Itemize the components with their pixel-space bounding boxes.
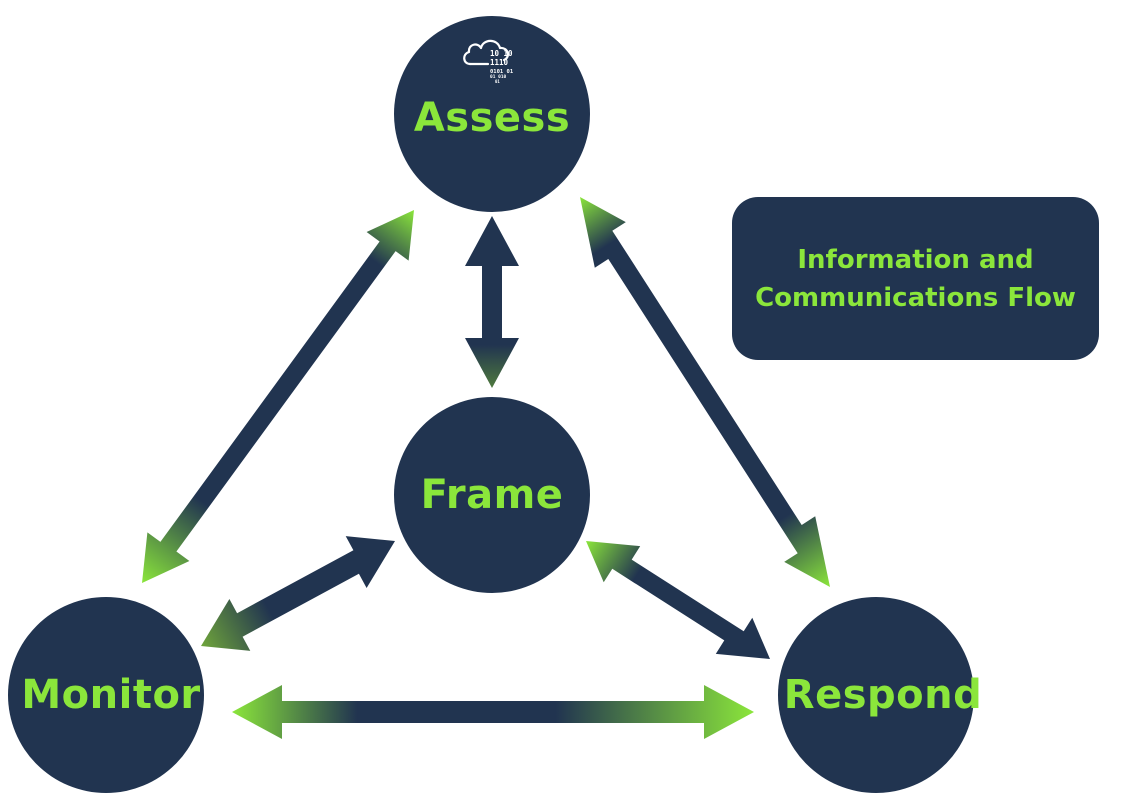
arrow-frame-respond bbox=[586, 541, 770, 659]
node-assess: 10 10 1110 0101 01 01 010 01 Assess bbox=[394, 16, 590, 212]
binary-line-1: 10 10 bbox=[490, 49, 513, 58]
binary-line-3: 0101 01 bbox=[490, 69, 514, 75]
arrow-assess-respond bbox=[580, 197, 830, 587]
arrow-assess-monitor bbox=[142, 210, 414, 583]
binary-line-2: 1110 bbox=[490, 58, 509, 67]
arrow-monitor-respond bbox=[232, 685, 754, 739]
node-monitor: Monitor bbox=[8, 597, 204, 793]
arrow-assess-frame bbox=[465, 216, 519, 388]
info-flow-label: Information and Communications Flow bbox=[755, 244, 1076, 313]
node-label-monitor: Monitor bbox=[21, 672, 201, 718]
node-label-assess: Assess bbox=[413, 95, 571, 141]
cloud-binary-icon: 10 10 1110 0101 01 01 010 01 bbox=[463, 39, 514, 84]
node-respond: Respond bbox=[778, 597, 982, 793]
node-label-frame: Frame bbox=[420, 472, 564, 518]
binary-line-4: 01 010 bbox=[490, 74, 507, 80]
arrow-frame-monitor bbox=[201, 536, 395, 651]
node-frame: Frame bbox=[394, 397, 590, 593]
binary-line-5: 01 bbox=[495, 79, 500, 84]
info-flow-box: Information and Communications Flow bbox=[732, 197, 1099, 360]
node-label-respond: Respond bbox=[783, 672, 983, 718]
